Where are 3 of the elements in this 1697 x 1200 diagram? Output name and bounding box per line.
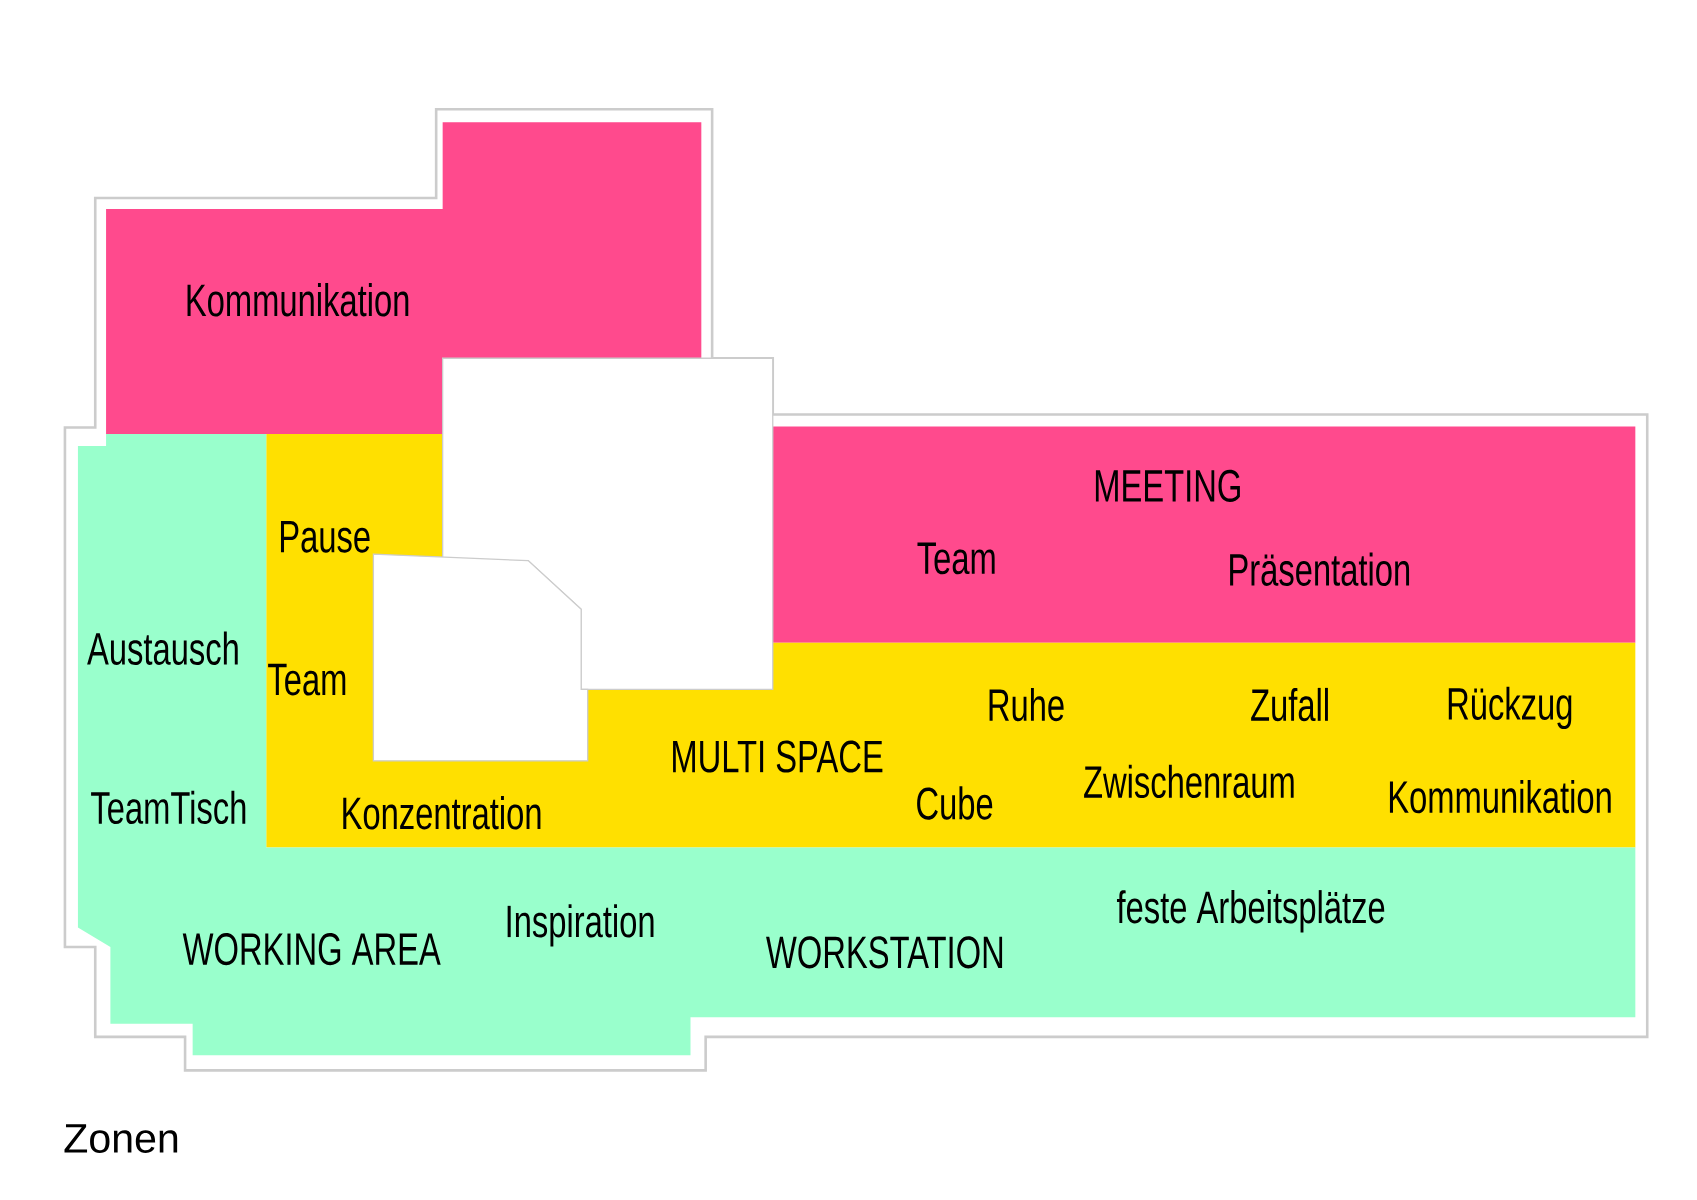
- caption: Zonen: [64, 1124, 178, 1153]
- zone-area: Kommunikation: [106, 122, 702, 434]
- zone-area: MEETING Team Präsentation: [772, 426, 1636, 643]
